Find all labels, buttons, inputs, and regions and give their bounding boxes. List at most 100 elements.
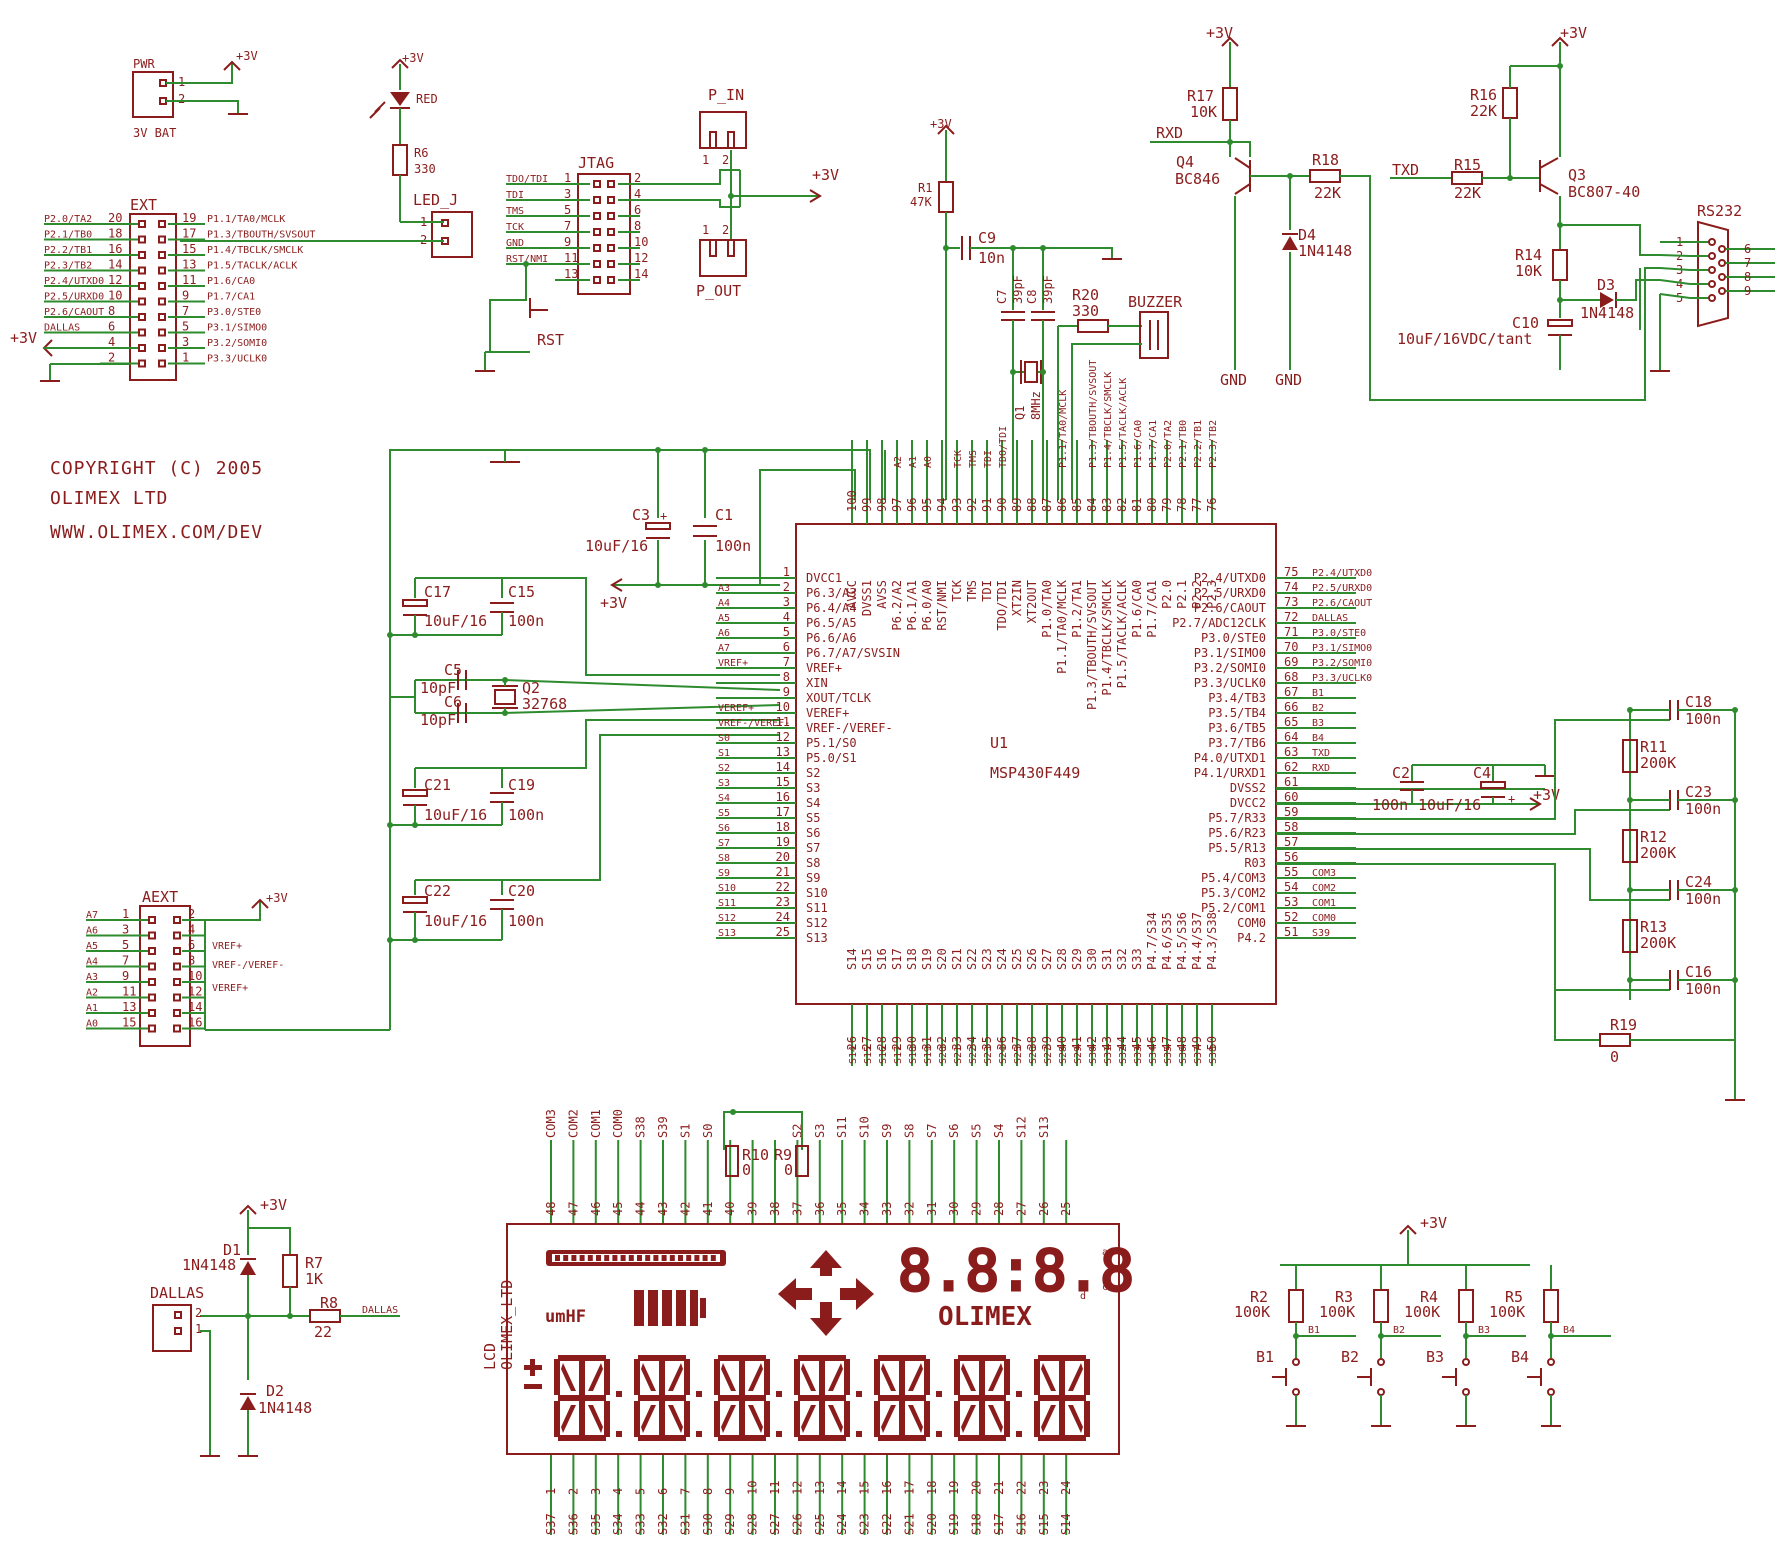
mcu-right-net-label: P2.6/CAOUT xyxy=(1312,598,1372,609)
aext-left-pin: 5 xyxy=(122,938,129,952)
c21-name: C21 xyxy=(424,776,451,794)
buzzer-name: BUZZER xyxy=(1128,293,1183,311)
jtag-signal-label: TMS xyxy=(506,206,524,217)
jtag-left-pin: 11 xyxy=(564,251,578,265)
lcd-unit: umHF xyxy=(545,1307,586,1327)
aext-left-pin: 15 xyxy=(122,1016,136,1030)
copyright-line-3: WWW.OLIMEX.COM/DEV xyxy=(50,522,263,543)
mcu-bottom-net-label: S20 xyxy=(938,1046,949,1064)
pullup-res-value: 100K xyxy=(1319,1303,1355,1321)
mcu-right-pin-name: P5.2/COM1 xyxy=(1201,901,1266,915)
lcd-top-pin-number: 46 xyxy=(589,1202,603,1216)
mcu-top-pin-number: 99 xyxy=(860,498,874,512)
c4-name: C4 xyxy=(1473,764,1491,782)
mcu-bottom-net-label: S15 xyxy=(863,1046,874,1064)
d2-part: 1N4148 xyxy=(258,1399,312,1417)
mcu-top-pin-number: 78 xyxy=(1175,498,1189,512)
ext-left-label: P2.0/TA2 xyxy=(44,214,92,225)
ext-right-label: P1.7/CA1 xyxy=(207,292,255,303)
copyright-line-1: COPYRIGHT (C) 2005 xyxy=(50,458,263,479)
mcu-left-pin-number: 24 xyxy=(776,910,790,924)
bias-res-value: 200K xyxy=(1640,934,1676,952)
mcu-bottom-pin-number: 36 xyxy=(995,1036,1009,1050)
lcd-top-pin-number: 29 xyxy=(970,1202,984,1216)
c4-value: 10uF/16 xyxy=(1418,796,1481,814)
bias-cap-name: C23 xyxy=(1685,783,1712,801)
mcu-bottom-pin-number: 49 xyxy=(1190,1036,1204,1050)
mcu-right-pin-name: DVCC2 xyxy=(1230,796,1266,810)
mcu-left-pin-name: P6.3/A3 xyxy=(806,586,857,600)
mcu-right-pin-number: 69 xyxy=(1284,655,1298,669)
mcu-bottom-pin-number: 29 xyxy=(890,1036,904,1050)
lcd-14seg-digit xyxy=(954,1355,1022,1441)
aext-right-pin: 6 xyxy=(188,938,195,952)
lcd-top-pin-number: 43 xyxy=(656,1202,670,1216)
c17-name: C17 xyxy=(424,583,451,601)
c21-value: 10uF/16 xyxy=(424,806,487,824)
pullup-res-name: R5 xyxy=(1505,1288,1523,1306)
mcu-left-net-label: A4 xyxy=(718,598,730,609)
ext-right-label: P1.3/TBOUTH/SVSOUT xyxy=(207,230,315,241)
p-in-pin-1: 1 xyxy=(702,153,709,167)
mcu-bottom-net-label: S33 xyxy=(1133,1046,1144,1064)
mcu-bottom-pin-number: 46 xyxy=(1145,1036,1159,1050)
ext-right-pin: 11 xyxy=(182,273,196,287)
mcu-top-net-label: A0 xyxy=(923,456,934,468)
mcu-bottom-net-label: S22 xyxy=(968,1046,979,1064)
mcu-top-pin-number: 94 xyxy=(935,498,949,512)
r20-name: R20 xyxy=(1072,286,1099,304)
mcu-right-net-label: P3.2/SOMI0 xyxy=(1312,658,1372,669)
mcu-bottom-pin-name: S14 xyxy=(845,948,859,970)
mcu-left-net-label: S7 xyxy=(718,838,730,849)
lcd-bottom-pin-number: 9 xyxy=(723,1488,737,1495)
mcu-right-pin-number: 56 xyxy=(1284,850,1298,864)
lcd-top-net-label: S8 xyxy=(902,1124,916,1138)
r19-value: 0 xyxy=(1610,1048,1619,1066)
r6-value: 330 xyxy=(414,162,436,176)
jtag-right-pin: 6 xyxy=(634,203,641,217)
ext-left-pin: 18 xyxy=(108,227,122,241)
pullup-res-name: R2 xyxy=(1250,1288,1268,1306)
lcd-bottom-pin-number: 4 xyxy=(611,1488,625,1495)
bias-cap-name: C24 xyxy=(1685,873,1712,891)
lcd-14seg-digit xyxy=(874,1355,942,1441)
mcu-left-pin-name: S9 xyxy=(806,871,820,885)
ext-right-label: P3.3/UCLK0 xyxy=(207,354,267,365)
lcd-bias-ladder: C18100nC23100nC24100nC16100nR11200KR1220… xyxy=(1276,693,1745,1101)
mcu-bottom-pin-name: S26 xyxy=(1025,948,1039,970)
aext-left-label: A0 xyxy=(86,1019,98,1030)
r9-value: 0 xyxy=(784,1161,793,1179)
pullup-res-value: 100K xyxy=(1234,1303,1270,1321)
lcd-top-pin-number: 41 xyxy=(701,1202,715,1216)
mcu-right-pin-number: 67 xyxy=(1284,685,1298,699)
mcu-right-pin-name: P3.2/SOMI0 xyxy=(1194,661,1266,675)
jtag-right-pin: 14 xyxy=(634,267,648,281)
mcu-bottom-pin-number: 48 xyxy=(1175,1036,1189,1050)
lcd-bottom-net-label: S27 xyxy=(768,1513,782,1535)
mcu-top-pin-number: 89 xyxy=(1010,498,1024,512)
mcu-bottom-pin-name: S23 xyxy=(980,948,994,970)
lcd-bottom-pin-number: 11 xyxy=(768,1481,782,1495)
mcu-bottom-pin-number: 39 xyxy=(1040,1036,1054,1050)
mcu-left-net-label: S4 xyxy=(718,793,730,804)
mcu-bottom-pin-number: 38 xyxy=(1025,1036,1039,1050)
lcd-bottom-pin-number: 6 xyxy=(656,1488,670,1495)
ext-right-label: P1.6/CA0 xyxy=(207,276,255,287)
lcd-bottom-net-label: S15 xyxy=(1037,1513,1051,1535)
pullup-resistor xyxy=(1543,1289,1559,1323)
r8-name: R8 xyxy=(320,1294,338,1312)
mcu-top-net-label: TMS xyxy=(968,450,979,468)
r18-name: R18 xyxy=(1312,151,1339,169)
lcd-bottom-pin-number: 1 xyxy=(544,1488,558,1495)
jtag-signal-label: RST/NMI xyxy=(506,254,548,265)
mcu-right-pin-number: 72 xyxy=(1284,610,1298,624)
ext-name: EXT xyxy=(130,196,157,214)
lcd-display: 48COM347COM246COM145COM044S3843S3942S141… xyxy=(481,1109,1136,1535)
mcu-top-net-label: P1.4/TBCLK/SMCLK xyxy=(1103,372,1114,468)
ext-right-pin: 7 xyxy=(182,304,189,318)
aext-left-label: A4 xyxy=(86,957,98,968)
mcu-top-pin-number: 86 xyxy=(1055,498,1069,512)
mcu-bottom-pin-number: 37 xyxy=(1010,1036,1024,1050)
